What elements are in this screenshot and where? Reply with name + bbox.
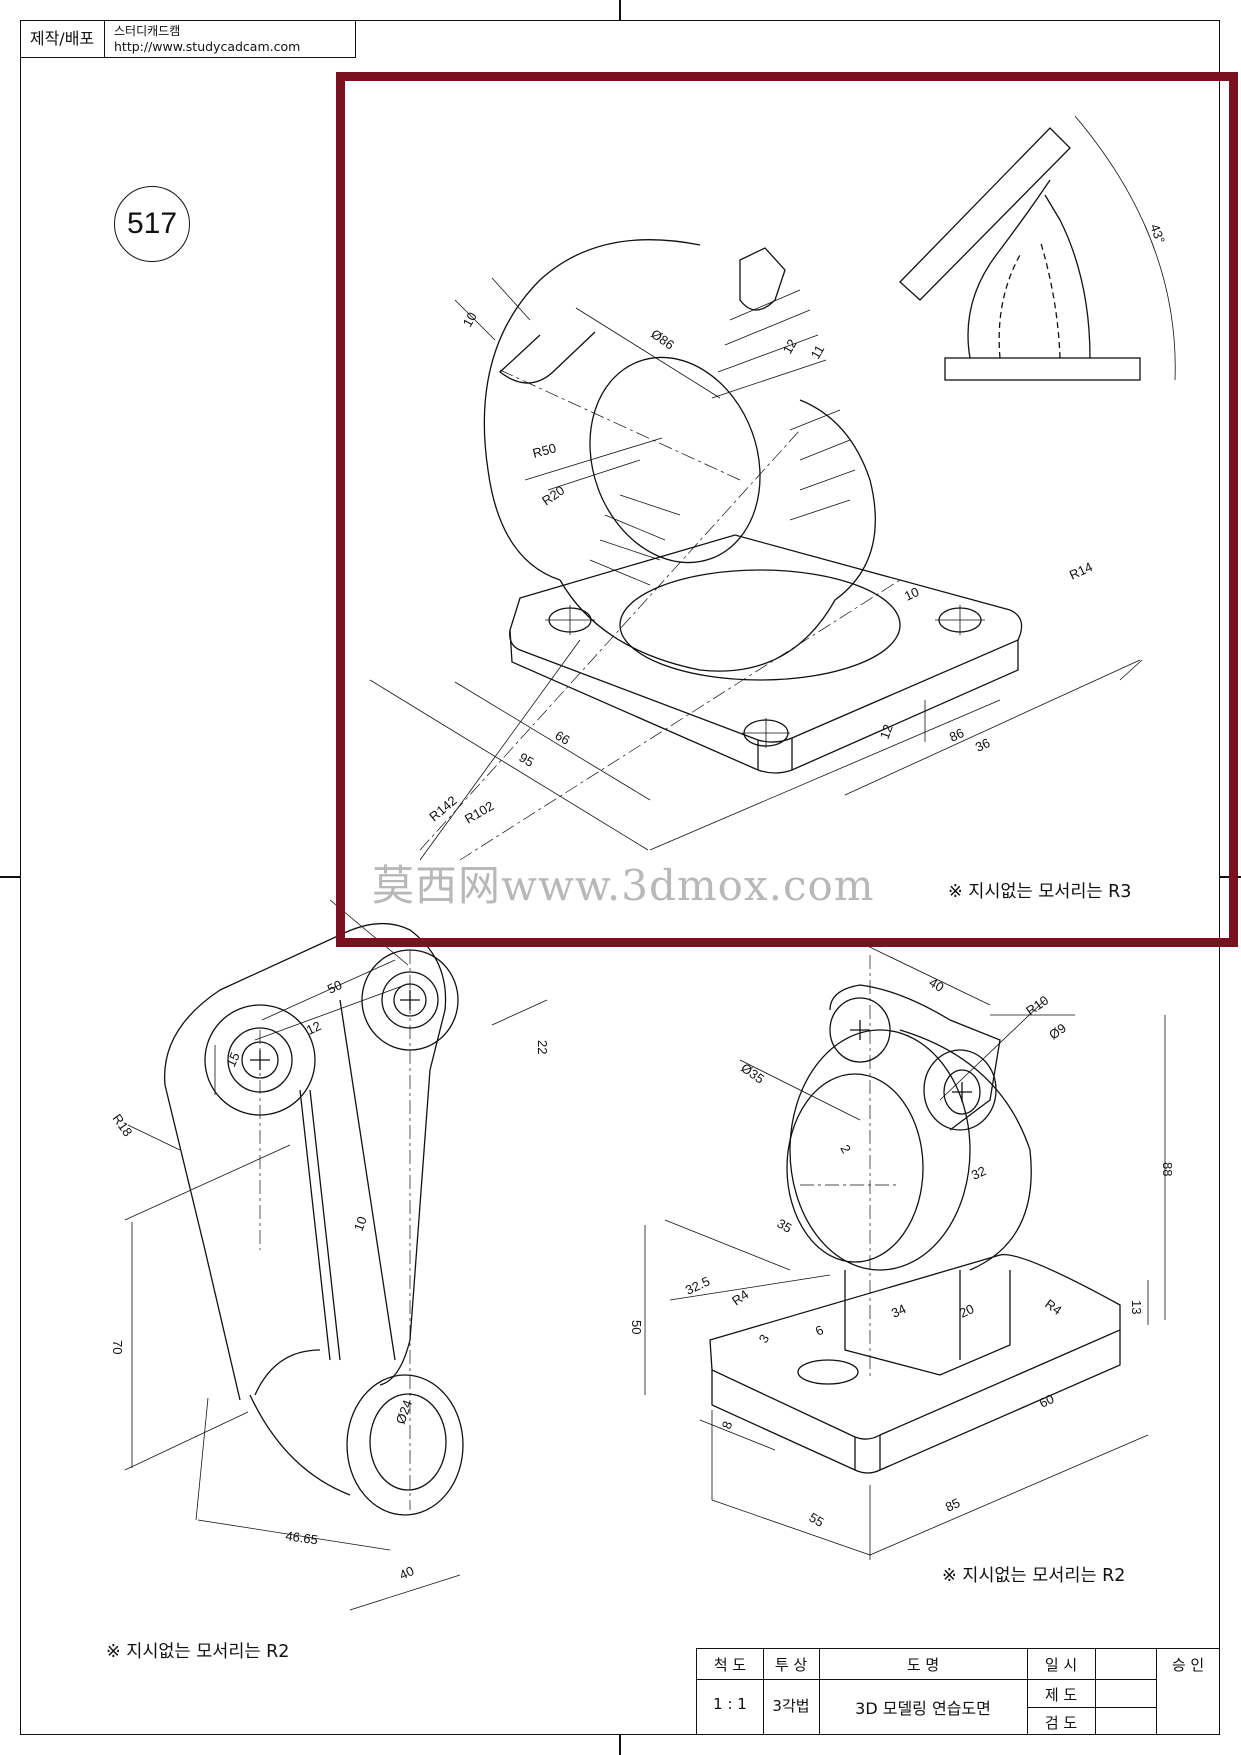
left-part — [124, 899, 548, 1611]
dim-right-r10: R10 — [1023, 992, 1051, 1018]
dim-right-r4b: R4 — [1042, 1296, 1064, 1318]
left-bottom-bore — [369, 1393, 447, 1491]
right-base-plate — [709, 1253, 1121, 1440]
dim-right-20: 20 — [957, 1301, 976, 1321]
producer-name: 스터디캐드캠 — [114, 24, 181, 38]
left-rib — [299, 999, 396, 1361]
dim-right-8: 8 — [719, 1419, 736, 1431]
center-tick-bottom — [619, 1735, 621, 1755]
top-side-view — [899, 115, 1176, 381]
producer-label: 제작/배포 — [20, 20, 105, 57]
tb-scale-label: 척 도 — [713, 1656, 747, 1674]
dim-left-22: 22 — [535, 1040, 550, 1054]
dim-right-34: 34 — [889, 1301, 908, 1321]
dim-top-r14: R14 — [1067, 559, 1095, 583]
dim-top-11: 11 — [808, 342, 828, 361]
tb-draft-label: 제 도 — [1044, 1686, 1078, 1704]
dim-top-r20: R20 — [539, 482, 567, 508]
dim-top-10b: 10 — [902, 584, 921, 604]
right-part — [644, 939, 1166, 1560]
top-slot — [498, 331, 596, 384]
top-boss — [619, 569, 901, 681]
top-section-hatch — [589, 289, 856, 586]
tb-approve-label: 승 인 — [1171, 1656, 1205, 1674]
right-top-lug — [829, 984, 1001, 1131]
right-slot — [797, 1359, 859, 1385]
dim-top-a43: 43° — [1147, 222, 1168, 246]
title-block: 척 도 투 상 도 명 일 시 승 인 1 : 1 3각법 3D 모델링 연습도… — [696, 1648, 1220, 1735]
tb-date-label: 일 시 — [1044, 1656, 1078, 1674]
top-part — [369, 115, 1176, 861]
tb-projection-value: 3각법 — [772, 1697, 810, 1715]
drawing-frame — [20, 20, 1220, 1735]
dim-top-12: 12 — [780, 336, 800, 356]
top-base-plate — [509, 534, 1023, 743]
dim-left-15: 15 — [223, 1050, 243, 1069]
top-bore — [589, 356, 761, 564]
dim-top-10: 10 — [460, 309, 480, 329]
dim-top-86: 86 — [947, 725, 966, 745]
dim-right-2: 2 — [837, 1142, 854, 1156]
dim-top-66: 66 — [553, 728, 573, 748]
producer-url[interactable]: http://www.studycadcam.com — [114, 39, 301, 54]
dim-top-95: 95 — [517, 750, 537, 770]
dim-top-dia86: Ø86 — [648, 326, 677, 352]
top-elbow-outline — [483, 239, 876, 601]
dim-right-40: 40 — [927, 975, 947, 995]
dim-right-35: 35 — [775, 1216, 795, 1236]
tb-scale-value: 1 : 1 — [713, 1695, 747, 1713]
center-tick-left — [0, 876, 20, 878]
dim-right-55: 55 — [807, 1510, 827, 1530]
dim-right-32: 32 — [969, 1163, 988, 1183]
dim-left-40: 40 — [397, 1563, 416, 1583]
right-ring — [789, 1029, 971, 1271]
dim-right-88: 88 — [1160, 1162, 1175, 1176]
left-bottom-boss — [346, 1374, 464, 1516]
note-top: ※ 지시없는 모서리는 R3 — [948, 882, 1132, 902]
right-ring-bore — [786, 1073, 924, 1263]
watermark: 莫西网www.3dmox.com — [372, 861, 875, 910]
dim-left-4665: 46.65 — [285, 1528, 319, 1547]
note-bottom-right: ※ 지시없는 모서리는 R2 — [942, 1566, 1126, 1586]
dim-top-12b: 12 — [877, 722, 896, 741]
dim-right-3: 3 — [756, 1332, 773, 1346]
dim-top-r50: R50 — [531, 440, 558, 461]
dimension-labels: 10 Ø86 12 11 R50 R20 43° R14 10 66 95 12… — [110, 222, 1175, 1583]
dim-left-50: 50 — [325, 977, 344, 997]
dim-right-13: 13 — [1129, 1300, 1144, 1314]
tb-projection-label: 투 상 — [774, 1656, 808, 1674]
right-pedestal — [844, 1270, 1011, 1376]
dim-top-36: 36 — [973, 735, 992, 755]
tb-check-label: 검 도 — [1044, 1714, 1078, 1732]
top-base-plate-side — [509, 629, 1019, 774]
drawing-number: 517 — [114, 186, 190, 262]
dim-left-10: 10 — [351, 1214, 370, 1233]
note-bottom-left: ※ 지시없는 모서리는 R2 — [106, 1642, 290, 1662]
dim-top-r102: R102 — [462, 798, 496, 827]
producer-header: 제작/배포 스터디캐드캠 http://www.studycadcam.com — [20, 20, 356, 58]
dim-left-dia24: Ø24 — [393, 1398, 416, 1426]
tb-name-label: 도 명 — [906, 1656, 940, 1674]
dim-left-12: 12 — [304, 1018, 323, 1038]
tb-name-value: 3D 모델링 연습도면 — [855, 1699, 991, 1718]
left-arm-outline — [163, 922, 447, 1401]
center-tick-top — [619, 0, 621, 20]
dim-right-60: 60 — [1037, 1391, 1056, 1411]
top-flange — [739, 247, 786, 311]
dim-right-85: 85 — [943, 1495, 962, 1515]
dim-right-dia9: Ø9 — [1046, 1020, 1069, 1042]
dim-right-6: 6 — [813, 1322, 826, 1339]
dim-left-70: 70 — [110, 1340, 125, 1354]
dim-right-50: 50 — [629, 1320, 644, 1334]
dim-left-r18: R18 — [110, 1111, 136, 1139]
dim-right-dia35: Ø35 — [738, 1060, 767, 1086]
dim-top-r142: R142 — [426, 793, 459, 824]
